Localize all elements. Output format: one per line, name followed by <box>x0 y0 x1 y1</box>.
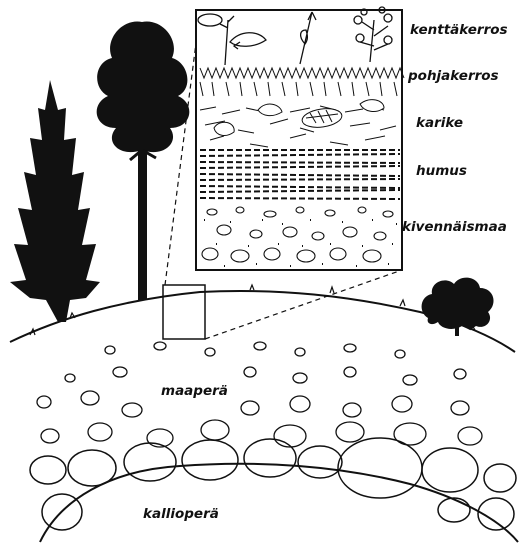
label-mineral-soil: kivennäismaa <box>402 221 507 235</box>
label-soil: maaperä <box>158 385 231 399</box>
label-litter: karike <box>416 117 463 131</box>
zoom-line-right <box>205 270 402 339</box>
label-bedrock: kallioperä <box>140 508 222 522</box>
label-humus: humus <box>416 165 467 179</box>
pine-tree-icon <box>97 22 190 300</box>
soil-stones <box>37 342 482 447</box>
spruce-tree-icon <box>10 80 100 322</box>
bush-icon <box>422 278 494 336</box>
label-field-layer: kenttäkerros <box>410 24 508 38</box>
soil-profile-box <box>196 7 404 270</box>
label-ground-layer: pohjakerros <box>408 70 499 84</box>
